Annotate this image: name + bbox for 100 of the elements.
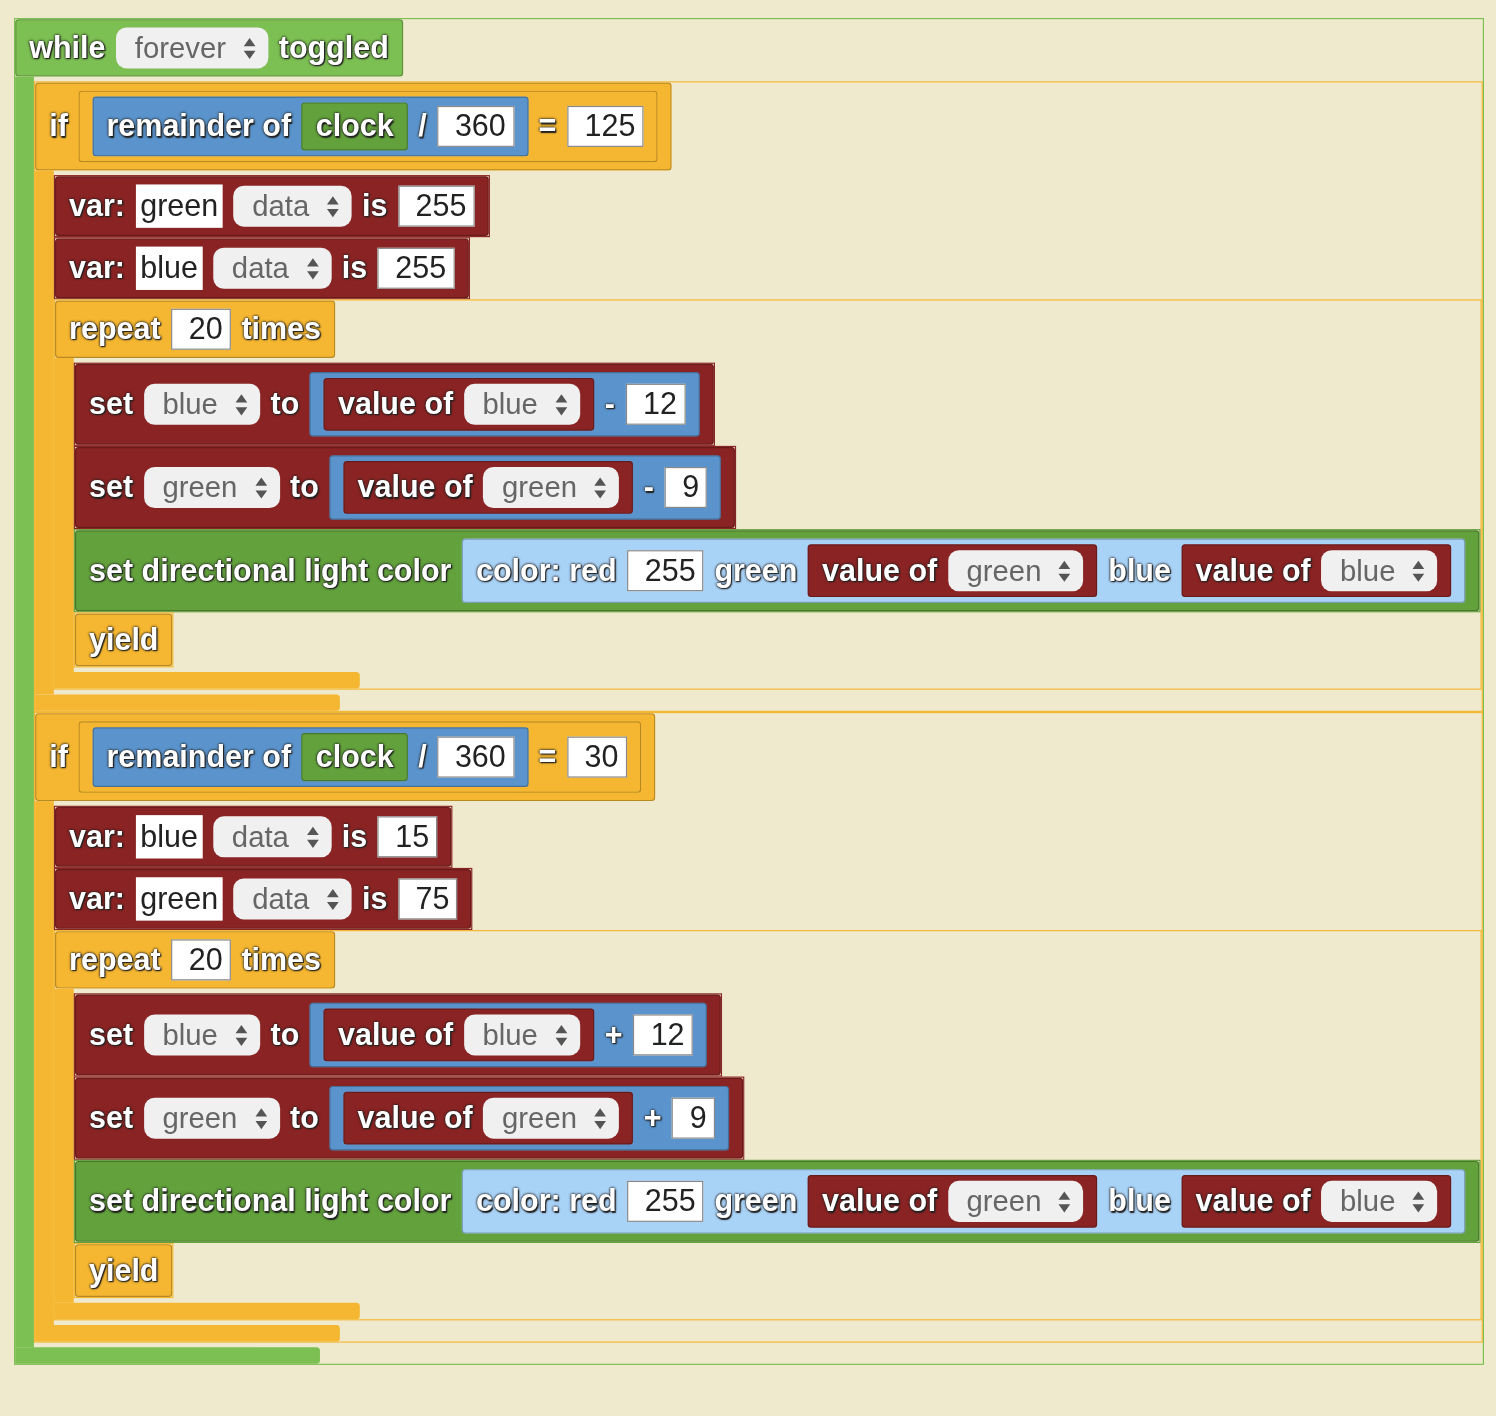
dropdown: green [947,1180,1084,1222]
block-label: value of [1195,552,1311,589]
block-label: / [418,108,427,145]
number-field: 75 [398,878,458,920]
block-label: clock [315,108,394,145]
dropdown: green [483,1097,620,1139]
block-label: set directional light color [89,1183,452,1220]
dropdown: blue [1321,1180,1438,1222]
number-field: 255 [627,1180,704,1222]
math-block [309,1002,707,1068]
yield-block [73,612,174,668]
dropdown: green [143,466,280,508]
value-block [807,1175,1098,1228]
block-label: times [241,311,321,348]
block-label: remainder of [106,738,292,776]
name-field: blue [135,246,203,290]
dropdown: forever [116,27,269,69]
value-block [323,377,595,431]
block-label: + [643,1100,662,1137]
number-field: 255 [398,185,475,227]
block-label: - [604,386,615,423]
number-field: 30 [566,736,627,778]
block-label: is [362,880,388,918]
loop-block [14,18,1485,1365]
block-label: / [418,738,427,776]
dropdown: green [483,466,620,508]
block-label: green [714,1183,798,1220]
block-label: if [49,738,68,776]
block-label: is [341,250,368,287]
block-label: yield [89,621,159,659]
variable-block [53,175,490,238]
variable-block [53,867,473,930]
block-label: color: red [476,552,617,589]
block-label: value of [338,386,454,423]
block-label: while [29,29,106,67]
block-label: set [89,1016,134,1054]
color-block [462,1169,1466,1234]
block-label: value of [822,552,938,589]
value-block [807,544,1098,598]
block-label: var: [69,818,125,855]
clock-block [301,102,408,151]
repeat-block [53,930,1483,1321]
set-block [73,362,715,446]
math-block [329,1085,729,1151]
dropdown: blue [1321,550,1438,592]
number-field: 9 [672,1097,715,1139]
block-label: set [89,469,134,506]
block-label: blue [1108,1183,1171,1220]
dropdown: blue [143,1014,260,1056]
name-field: green [135,877,223,921]
math-block [92,96,529,157]
block-label: yield [89,1252,159,1289]
light-color-block [73,529,1481,613]
block-label: repeat [69,311,161,348]
compare-block [78,90,658,163]
set-block [73,1076,745,1160]
number-field: 20 [171,939,231,981]
block-label: repeat [69,941,161,979]
value-block [323,1008,595,1062]
dropdown: green [143,1097,280,1139]
block-label: clock [315,738,394,776]
block-label: value of [1195,1183,1311,1220]
number-field: 360 [437,736,514,778]
block-label: = [538,108,557,145]
name-field: blue [135,815,203,859]
dropdown: green [947,550,1084,592]
dropdown: data [233,185,352,227]
math-block [309,372,700,437]
variable-block [53,237,470,300]
block-label: color: red [476,1183,617,1220]
block-label: value of [822,1183,938,1220]
value-block [1181,1175,1452,1228]
value-block [343,461,634,514]
dropdown: blue [463,383,581,425]
block-label: - [643,469,654,506]
math-block [92,727,529,787]
block-label: value of [357,469,473,506]
number-field: 20 [171,308,231,350]
block-label: value of [338,1016,454,1054]
number-field: 9 [664,466,708,508]
block-label: var: [69,880,125,918]
dropdown: data [213,816,332,858]
block-label: var: [69,188,125,225]
dropdown: blue [463,1014,581,1056]
block-label: to [270,1016,300,1054]
value-block [343,1091,634,1145]
value-block [1181,544,1452,598]
clock-block [301,733,408,782]
number-field: 255 [627,550,704,592]
block-label: times [241,941,321,979]
block-label: if [49,108,68,145]
compare-block [78,721,641,793]
set-block [73,445,737,530]
block-label: set [89,1100,134,1137]
light-color-block [73,1159,1481,1243]
block-label: to [290,1100,319,1137]
block-label: blue [1108,552,1171,589]
block-label: set [89,386,134,423]
variable-block [53,805,453,868]
block-label: is [362,188,388,225]
